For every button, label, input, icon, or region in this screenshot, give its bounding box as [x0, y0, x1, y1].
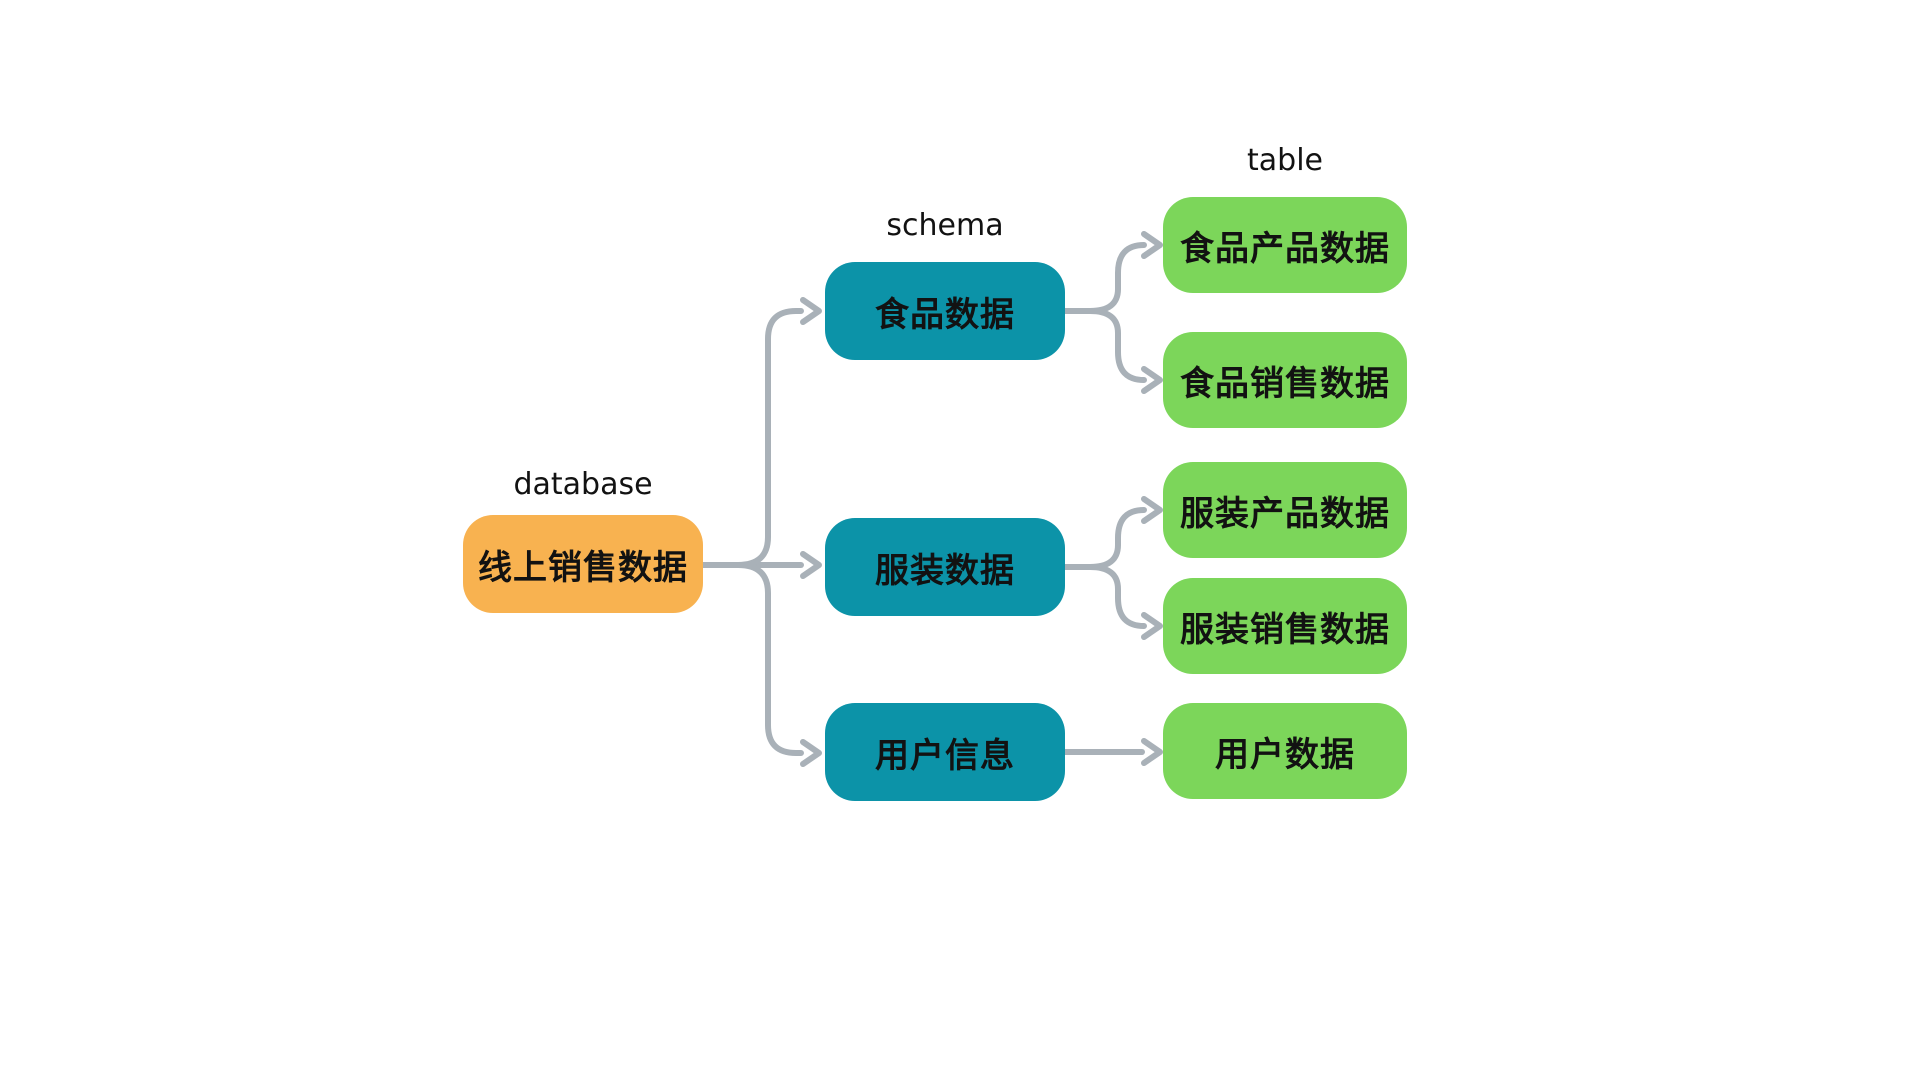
table-node-user-data: 用户数据 [1163, 703, 1407, 799]
arrowhead-to-user-table [1141, 738, 1163, 766]
schema-node-clothing: 服装数据 [825, 518, 1065, 616]
arrowhead-to-clothing-product [1141, 496, 1163, 524]
table-node-clothing-product: 服装产品数据 [1163, 462, 1407, 558]
edge-database-to-food-schema [735, 308, 804, 568]
edge-food-schema-to-food-sales [1087, 308, 1147, 383]
column-label-table: table [1247, 143, 1323, 178]
table-node-clothing-product-label: 服装产品数据 [1180, 493, 1390, 534]
arrowhead-to-clothing-sales [1141, 612, 1163, 640]
edge-database-to-user-schema [735, 562, 804, 756]
schema-node-food: 食品数据 [825, 262, 1065, 360]
column-label-database: database [513, 467, 653, 502]
schema-node-clothing-label: 服装数据 [875, 550, 1015, 591]
table-node-food-sales-label: 食品销售数据 [1180, 363, 1390, 404]
edge-clothing-schema-to-clothing-product [1087, 507, 1147, 570]
arrowhead-to-food-sales [1141, 366, 1163, 394]
edge-clothing-schema-to-clothing-sales [1087, 564, 1147, 629]
arrowhead-to-user-schema [800, 739, 822, 767]
column-label-schema: schema [886, 208, 1004, 243]
schema-node-user-label: 用户信息 [875, 735, 1015, 776]
table-node-food-product: 食品产品数据 [1163, 197, 1407, 293]
table-node-food-product-label: 食品产品数据 [1180, 228, 1390, 269]
edge-food-schema-to-food-product [1087, 242, 1147, 314]
table-node-food-sales: 食品销售数据 [1163, 332, 1407, 428]
table-node-user-data-label: 用户数据 [1215, 734, 1355, 775]
database-node-label: 线上销售数据 [478, 547, 688, 588]
database-node: 线上销售数据 [463, 515, 703, 613]
schema-node-user: 用户信息 [825, 703, 1065, 801]
arrowhead-to-food-product [1141, 231, 1163, 259]
arrowhead-to-food-schema [800, 297, 822, 325]
table-node-clothing-sales-label: 服装销售数据 [1180, 609, 1390, 650]
schema-node-food-label: 食品数据 [875, 294, 1015, 335]
table-node-clothing-sales: 服装销售数据 [1163, 578, 1407, 674]
arrowhead-to-clothing-schema [800, 551, 822, 579]
